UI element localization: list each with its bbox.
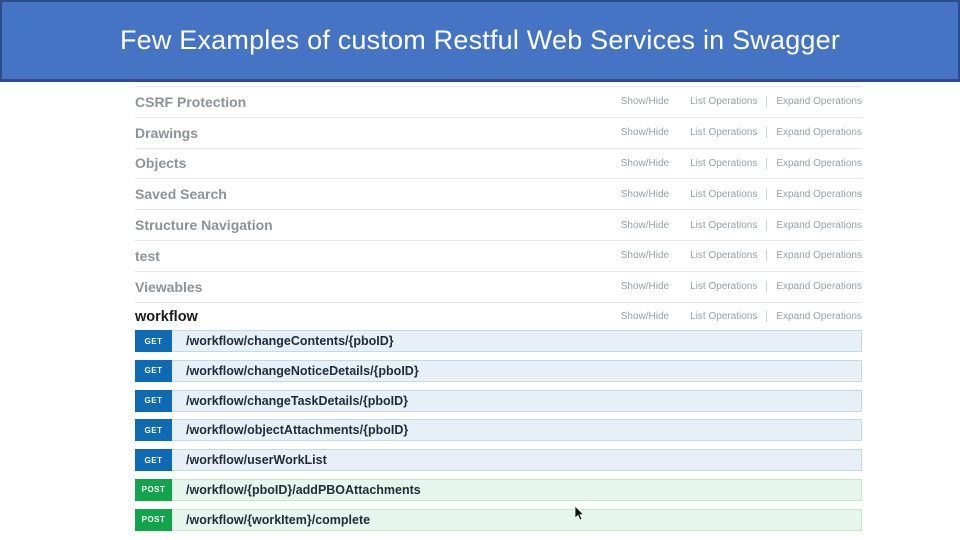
endpoint-row[interactable]: POST /workflow/{workItem}/complete [135, 508, 862, 531]
resource-section-row: Drawings Show/Hide List Operations Expan… [135, 118, 862, 149]
resource-title[interactable]: workflow [135, 308, 198, 325]
operation-links: Show/Hide List Operations Expand Operati… [620, 281, 862, 293]
separator [766, 188, 768, 200]
show-hide-link[interactable]: Show/Hide [620, 219, 670, 231]
endpoint-row[interactable]: POST /workflow/{pboID}/addPBOAttachments [135, 478, 862, 501]
list-operations-link[interactable]: List Operations [690, 250, 758, 262]
operation-links: Show/Hide List Operations Expand Operati… [620, 311, 862, 323]
operation-links: Show/Hide List Operations Expand Operati… [620, 250, 862, 262]
endpoint-path[interactable]: /workflow/changeNoticeDetails/{pboID} [186, 363, 419, 378]
resource-title[interactable]: Objects [135, 155, 187, 172]
endpoint-row[interactable]: GET /workflow/changeTaskDetails/{pboID} [135, 389, 862, 412]
method-badge: GET [135, 330, 172, 352]
separator [766, 281, 768, 293]
list-operations-link[interactable]: List Operations [690, 311, 758, 323]
list-operations-link[interactable]: List Operations [690, 157, 758, 169]
show-hide-link[interactable]: Show/Hide [620, 96, 670, 108]
title-banner: Few Examples of custom Restful Web Servi… [0, 0, 960, 82]
show-hide-link[interactable]: Show/Hide [620, 157, 670, 169]
endpoint-path[interactable]: /workflow/changeContents/{pboID} [186, 334, 394, 348]
resource-section-row: Structure Navigation Show/Hide List Oper… [135, 210, 862, 241]
resource-section-row: test Show/Hide List Operations Expand Op… [135, 241, 862, 272]
expand-operations-link[interactable]: Expand Operations [776, 250, 862, 262]
method-badge: GET [135, 449, 172, 472]
separator [766, 250, 768, 262]
endpoint-list: GET /workflow/changeContents/{pboID} GET… [135, 330, 862, 539]
resource-title[interactable]: CSRF Protection [135, 93, 247, 110]
separator [766, 219, 768, 231]
separator [766, 127, 768, 139]
list-operations-link[interactable]: List Operations [690, 188, 758, 200]
list-operations-link[interactable]: List Operations [690, 96, 758, 108]
list-operations-link[interactable]: List Operations [690, 219, 758, 231]
resource-section-row: CSRF Protection Show/Hide List Operation… [135, 87, 862, 118]
resource-title[interactable]: Structure Navigation [135, 217, 273, 234]
endpoint-path[interactable]: /workflow/{workItem}/complete [186, 512, 371, 527]
resource-section-row: workflow Show/Hide List Operations Expan… [135, 303, 862, 331]
list-operations-link[interactable]: List Operations [690, 281, 758, 293]
expand-operations-link[interactable]: Expand Operations [776, 157, 862, 169]
endpoint-row[interactable]: GET /workflow/changeContents/{pboID} [135, 330, 862, 352]
operation-links: Show/Hide List Operations Expand Operati… [620, 127, 862, 139]
method-badge: POST [135, 508, 172, 531]
endpoint-path[interactable]: /workflow/objectAttachments/{pboID} [186, 423, 409, 438]
page-title: Few Examples of custom Restful Web Servi… [119, 25, 841, 55]
resource-title[interactable]: Viewables [135, 278, 203, 295]
expand-operations-link[interactable]: Expand Operations [776, 96, 862, 108]
method-badge: GET [135, 359, 172, 382]
endpoint-row[interactable]: GET /workflow/userWorkList [135, 449, 862, 472]
separator [766, 311, 768, 323]
operation-links: Show/Hide List Operations Expand Operati… [620, 157, 862, 169]
method-badge: GET [135, 419, 172, 442]
list-operations-link[interactable]: List Operations [690, 127, 758, 139]
expand-operations-link[interactable]: Expand Operations [776, 127, 862, 139]
operation-links: Show/Hide List Operations Expand Operati… [620, 96, 862, 108]
show-hide-link[interactable]: Show/Hide [620, 250, 670, 262]
expand-operations-link[interactable]: Expand Operations [776, 188, 862, 200]
resource-title[interactable]: Drawings [135, 124, 199, 141]
show-hide-link[interactable]: Show/Hide [620, 311, 670, 323]
expand-operations-link[interactable]: Expand Operations [776, 219, 862, 231]
show-hide-link[interactable]: Show/Hide [620, 281, 670, 293]
show-hide-link[interactable]: Show/Hide [620, 188, 670, 200]
method-badge: GET [135, 389, 172, 412]
resource-title[interactable]: test [135, 247, 160, 264]
separator [766, 157, 768, 169]
operation-links: Show/Hide List Operations Expand Operati… [620, 219, 862, 231]
separator [766, 96, 768, 108]
method-badge: POST [135, 478, 172, 501]
endpoint-row[interactable]: GET /workflow/changeNoticeDetails/{pboID… [135, 359, 862, 382]
endpoint-path[interactable]: /workflow/changeTaskDetails/{pboID} [186, 393, 409, 408]
resource-section-row: Saved Search Show/Hide List Operations E… [135, 179, 862, 211]
endpoint-path[interactable]: /workflow/{pboID}/addPBOAttachments [186, 482, 421, 497]
endpoint-path[interactable]: /workflow/userWorkList [186, 453, 327, 468]
resource-title[interactable]: Saved Search [135, 186, 227, 203]
show-hide-link[interactable]: Show/Hide [620, 127, 670, 139]
expand-operations-link[interactable]: Expand Operations [776, 311, 862, 323]
operation-links: Show/Hide List Operations Expand Operati… [620, 188, 862, 200]
endpoint-row[interactable]: GET /workflow/objectAttachments/{pboID} [135, 419, 862, 442]
resource-section-row: Viewables Show/Hide List Operations Expa… [135, 272, 862, 303]
resource-sections: CSRF Protection Show/Hide List Operation… [135, 86, 862, 331]
expand-operations-link[interactable]: Expand Operations [776, 281, 862, 293]
resource-section-row: Objects Show/Hide List Operations Expand… [135, 149, 862, 180]
